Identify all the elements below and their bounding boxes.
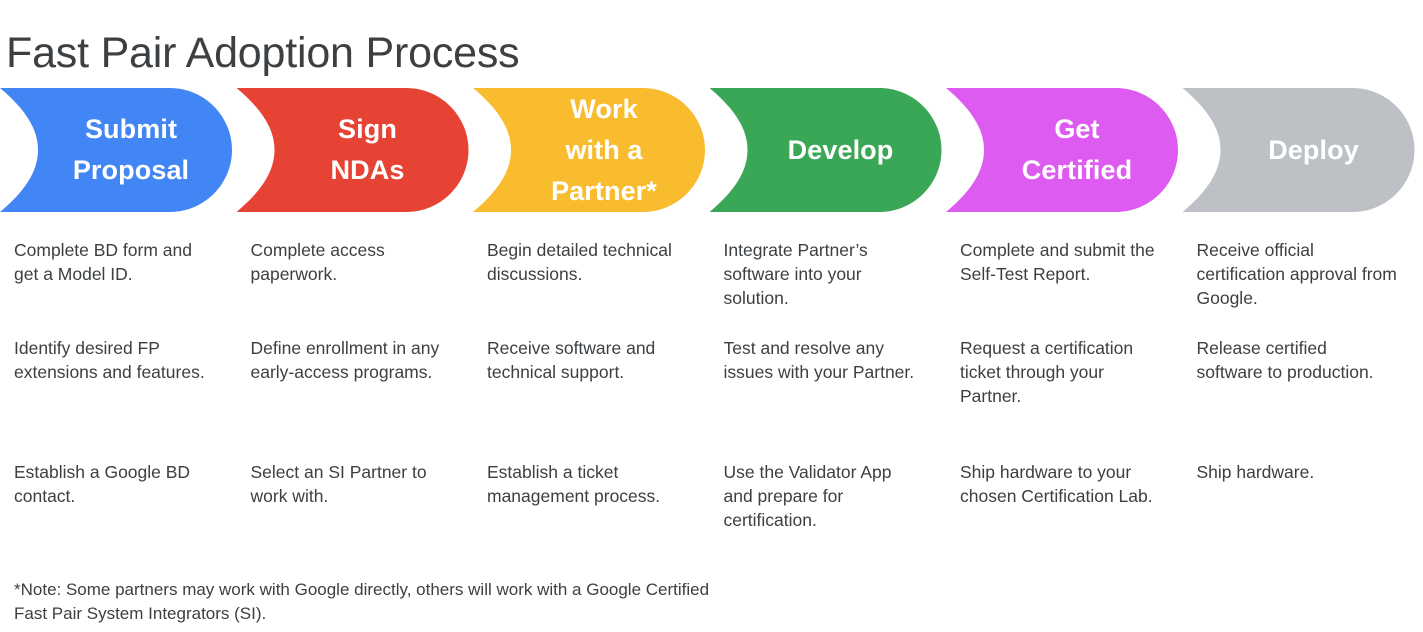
detail-item: Request a certification ticket through y… xyxy=(960,338,1134,406)
process-step-label: Develop xyxy=(787,134,894,165)
process-step-label: Sign NDAs xyxy=(330,114,405,185)
detail-item: Complete access paperwork. xyxy=(250,240,385,284)
process-step-develop[interactable]: Develop xyxy=(710,88,942,212)
detail-item: Test and resolve any issues with your Pa… xyxy=(723,338,915,382)
footnote: *Note: Some partners may work with Googl… xyxy=(14,580,710,623)
process-step-get-certified[interactable]: Get Certified xyxy=(946,88,1178,212)
detail-item: Establish a ticket management process. xyxy=(487,462,661,506)
detail-item: Receive software and technical support. xyxy=(487,338,656,382)
detail-item: Begin detailed technical discussions. xyxy=(487,240,672,284)
detail-item: Ship hardware. xyxy=(1196,462,1315,482)
process-chevron-band: Submit Proposal Sign NDAs Work with a Part… xyxy=(0,88,1423,212)
detail-item: Integrate Partner’s software into your s… xyxy=(723,240,868,308)
detail-item: Define enrollment in any early-access pr… xyxy=(250,338,440,382)
process-step-label: Work with a Partner* xyxy=(551,93,657,206)
process-step-label: Get Certified xyxy=(1021,114,1133,185)
detail-item: Select an SI Partner to work with. xyxy=(250,462,427,506)
detail-item: Complete BD form and get a Model ID. xyxy=(14,240,192,284)
detail-item: Release certified software to production… xyxy=(1196,338,1374,382)
detail-item: Identify desired FP extensions and featu… xyxy=(14,338,205,382)
page-title: Fast Pair Adoption Process xyxy=(6,28,520,77)
detail-item: Establish a Google BD contact. xyxy=(14,462,191,506)
detail-column-develop: Integrate Partner’s software into your s… xyxy=(710,238,947,558)
detail-item: Use the Validator App and prepare for ce… xyxy=(723,462,892,530)
detail-column-work-with-a-partner: Begin detailed technical discussions. Rec… xyxy=(473,238,710,558)
process-step-deploy[interactable]: Deploy xyxy=(1183,88,1415,212)
detail-column-get-certified: Complete and submit the Self-Test Report… xyxy=(946,238,1183,558)
detail-column-deploy: Receive official certification approval … xyxy=(1183,238,1420,558)
process-step-label: Submit Proposal xyxy=(72,114,190,185)
detail-item: Ship hardware to your chosen Certificati… xyxy=(960,462,1153,506)
process-step-sign-ndas[interactable]: Sign NDAs xyxy=(237,88,469,212)
process-step-submit-proposal[interactable]: Submit Proposal xyxy=(0,88,232,212)
detail-column-sign-ndas: Complete access paperwork. Define enrollm… xyxy=(237,238,474,558)
process-detail-columns: Complete BD form and get a Model ID. Iden… xyxy=(0,238,1423,558)
detail-column-submit-proposal: Complete BD form and get a Model ID. Iden… xyxy=(0,238,237,558)
process-step-label: Deploy xyxy=(1268,134,1359,165)
detail-item: Complete and submit the Self-Test Report… xyxy=(960,240,1155,284)
detail-item: Receive official certification approval … xyxy=(1196,240,1397,308)
process-step-work-with-a-partner[interactable]: Work with a Partner* xyxy=(473,88,705,212)
